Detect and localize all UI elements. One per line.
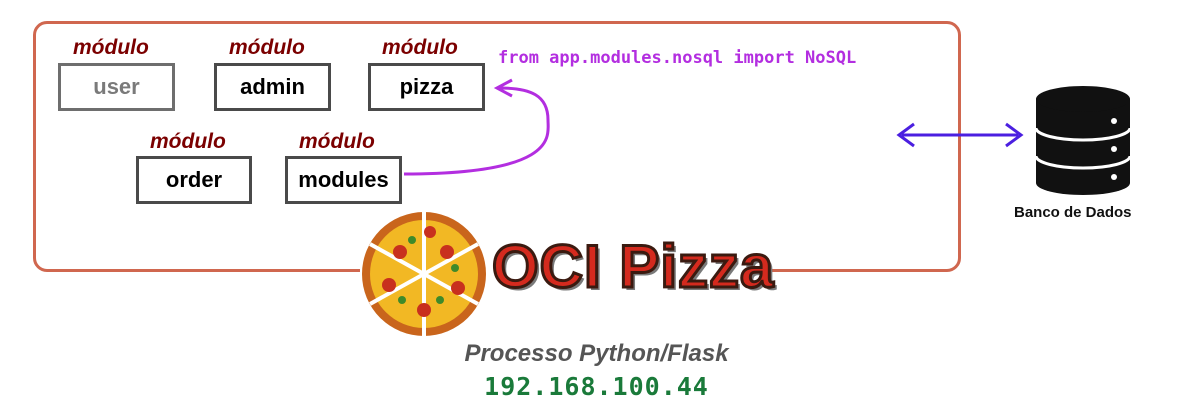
module-tag-modules: módulo [299, 130, 375, 153]
module-box-order: order [136, 156, 252, 204]
import-arrow [403, 86, 550, 176]
import-arrow-head [493, 78, 513, 98]
module-box-modules: modules [285, 156, 402, 204]
logo-title: OCI Pizza [490, 232, 775, 302]
module-tag-order: módulo [150, 130, 226, 153]
process-label: Processo Python/Flask [464, 340, 729, 367]
ip-address: 192.168.100.44 [484, 372, 709, 401]
module-box-pizza: pizza [368, 63, 485, 111]
database-label: Banco de Dados [1014, 204, 1132, 221]
db-connection-arrow [896, 122, 1024, 148]
module-box-admin: admin [214, 63, 331, 111]
module-tag-pizza: módulo [382, 36, 458, 59]
module-box-user: user [58, 63, 175, 111]
import-code-line: from app.modules.nosql import NoSQL [498, 48, 857, 68]
module-tag-user: módulo [73, 36, 149, 59]
database-icon [1034, 86, 1132, 195]
module-tag-admin: módulo [229, 36, 305, 59]
